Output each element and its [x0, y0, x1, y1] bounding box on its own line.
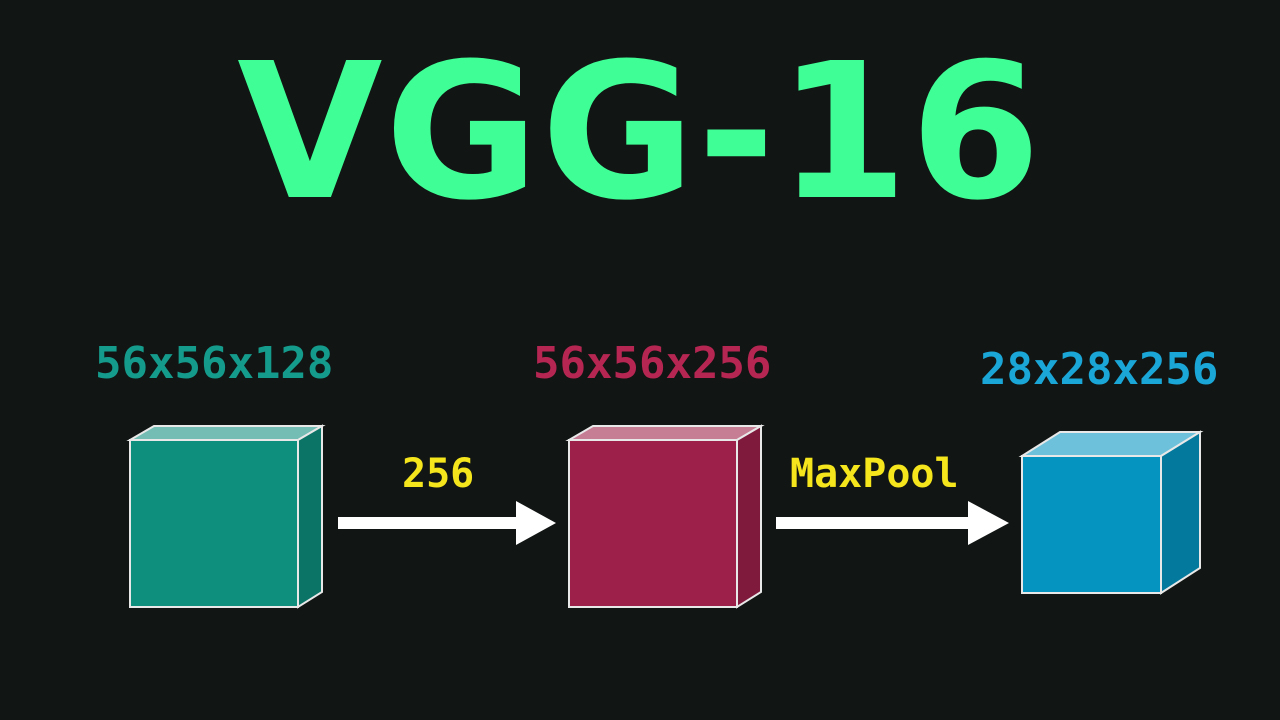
diagram-title: VGG-16 [237, 23, 1043, 242]
layer-3-cube-front [1021, 455, 1162, 594]
layer-2-cube-top [565, 425, 765, 441]
layer-3-cube-side [1160, 430, 1201, 595]
layer-3-cube [1018, 430, 1204, 595]
layer-2-dimension-label: 56x56x256 [533, 338, 772, 389]
layer-3-dimension-label: 28x28x256 [980, 344, 1219, 395]
conv-arrow-shaft [338, 517, 520, 529]
maxpool-arrow-shaft [776, 517, 972, 529]
maxpool-label: MaxPool [790, 451, 959, 497]
layer-1-cube-front [129, 439, 299, 608]
layer-1-cube-side [297, 424, 323, 609]
layer-2-cube-front [568, 439, 738, 608]
conv-filters-label: 256 [402, 451, 475, 497]
maxpool-arrow [776, 501, 1009, 545]
maxpool-arrow-head [968, 501, 1009, 545]
conv-arrow [338, 501, 556, 545]
layer-1-dimension-label: 56x56x128 [95, 338, 334, 389]
layer-1-cube [126, 424, 326, 609]
layer-2-cube [565, 424, 765, 609]
conv-arrow-head [516, 501, 556, 545]
layer-2-cube-side [736, 424, 762, 609]
layer-1-cube-top [126, 425, 326, 441]
